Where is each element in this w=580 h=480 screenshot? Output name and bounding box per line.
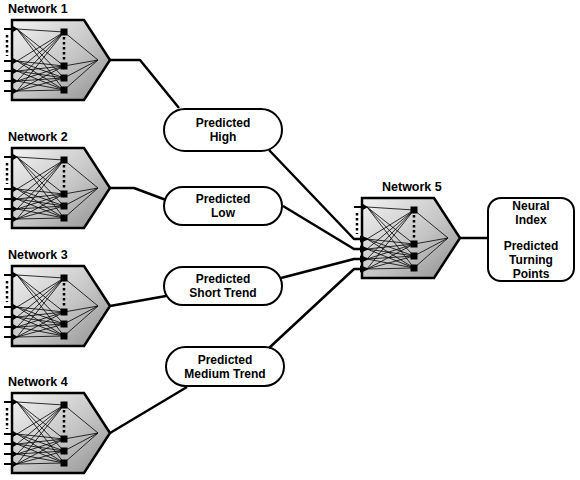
network-icon-box xyxy=(4,391,114,476)
output-box: Neural IndexPredicted Turning Points xyxy=(487,197,575,282)
network-icon xyxy=(4,391,114,476)
prediction-label: Predicted Medium Trend xyxy=(179,353,271,381)
network-node: Network 4 xyxy=(4,375,114,476)
prediction-pill: Predicted Short Trend xyxy=(163,266,283,306)
network-icon xyxy=(354,196,464,281)
connector-line xyxy=(269,150,367,239)
connector-line xyxy=(460,237,487,240)
network-node: Network 2 xyxy=(4,130,114,231)
network-icon-box xyxy=(4,18,114,103)
network-heading: Network 5 xyxy=(354,180,464,194)
network-heading: Network 3 xyxy=(4,248,114,262)
network-node: Network 3 xyxy=(4,248,114,349)
prediction-pill: Predicted Low xyxy=(163,186,283,226)
network-node: Network 5 xyxy=(354,180,464,281)
network-icon-box xyxy=(4,264,114,349)
prediction-label: Predicted High xyxy=(188,116,258,144)
network-icon xyxy=(4,264,114,349)
output-label: Neural Index xyxy=(500,199,562,227)
network-icon xyxy=(4,18,114,103)
prediction-label: Predicted Low xyxy=(188,192,258,220)
connector-line xyxy=(283,206,367,249)
output-label: Predicted Turning Points xyxy=(500,239,562,281)
connector-line xyxy=(110,188,166,200)
network-heading: Network 4 xyxy=(4,375,114,389)
network-node: Network 1 xyxy=(4,2,114,103)
network-icon xyxy=(4,146,114,231)
connector-line xyxy=(269,269,367,348)
prediction-pill: Predicted High xyxy=(163,108,283,152)
network-icon-box xyxy=(4,146,114,231)
network-heading: Network 2 xyxy=(4,130,114,144)
connector-line xyxy=(281,259,367,278)
network-heading: Network 1 xyxy=(4,2,114,16)
network-icon-box xyxy=(354,196,464,281)
prediction-pill: Predicted Medium Trend xyxy=(165,346,285,387)
prediction-label: Predicted Short Trend xyxy=(183,272,263,300)
connector-line xyxy=(110,60,179,108)
connector-line xyxy=(110,387,187,433)
connector-line xyxy=(110,296,166,306)
